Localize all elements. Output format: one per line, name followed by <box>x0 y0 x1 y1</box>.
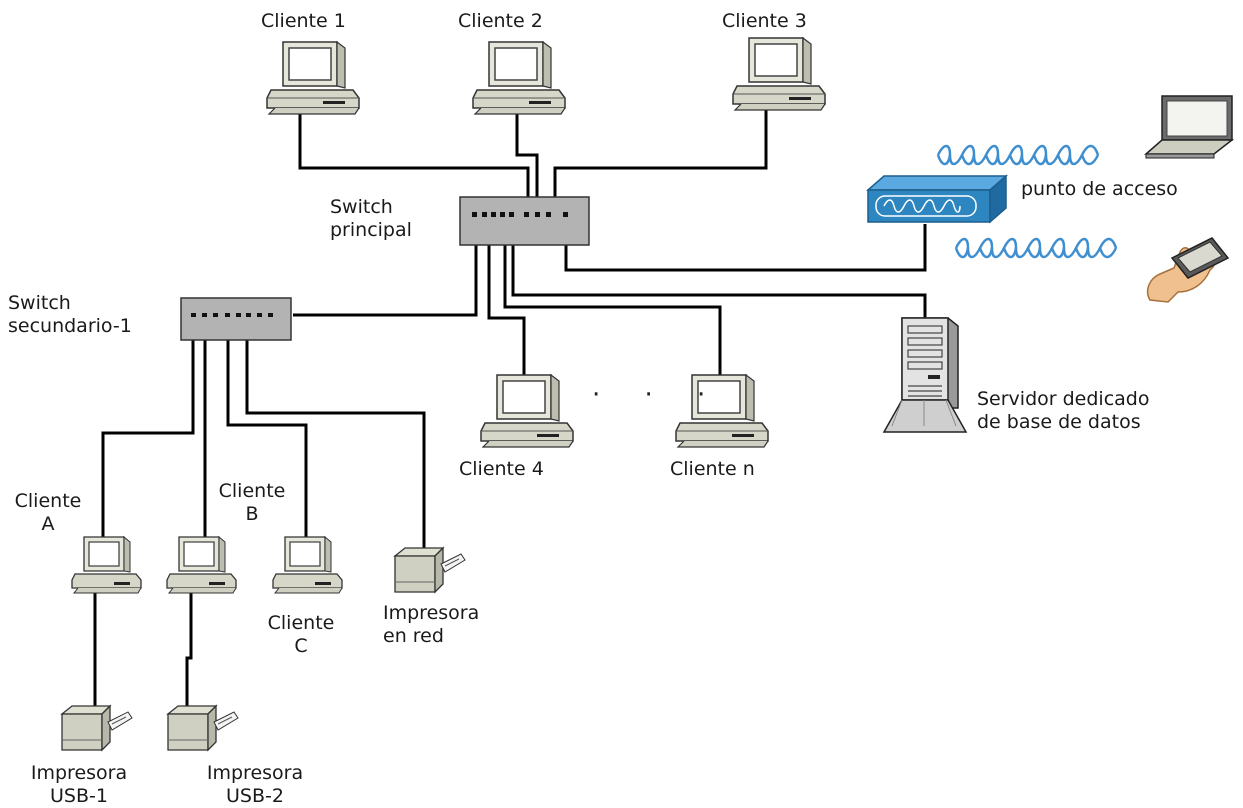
impresora-usb1-printer-icon <box>61 705 133 751</box>
cliente-1-computer-icon <box>266 41 360 115</box>
server-tower-icon <box>882 317 968 433</box>
label-servidor: Servidor dedicado de base de datos <box>977 388 1150 434</box>
label-cliente-a: Cliente A <box>14 490 82 536</box>
label-cliente-c: Cliente C <box>267 612 335 658</box>
cliente-4-computer-icon <box>480 374 574 448</box>
access-point-icon <box>866 174 1008 224</box>
impresora-red-printer-icon <box>394 547 466 593</box>
label-switch-principal: Switch principal <box>330 196 412 242</box>
label-cliente-b: Cliente B <box>218 480 286 526</box>
label-cliente-1: Cliente 1 <box>261 10 346 32</box>
label-cliente-2: Cliente 2 <box>458 10 543 32</box>
label-impresora-usb2: Impresora USB-2 <box>206 762 304 808</box>
label-punto-de-acceso: punto de acceso <box>1021 178 1178 200</box>
label-impresora-usb1: Impresora USB-1 <box>30 762 128 808</box>
switch-secundario-icon <box>180 297 292 341</box>
label-cliente-n: Cliente n <box>670 458 755 480</box>
network-cables <box>93 108 927 708</box>
pda-hand-icon <box>1146 237 1230 303</box>
switch-principal-icon <box>459 196 590 246</box>
ellipsis: · · · <box>592 380 724 410</box>
cliente-usb2-computer-icon <box>166 536 237 594</box>
cliente-a-computer-icon <box>71 536 142 594</box>
label-cliente-4: Cliente 4 <box>459 458 544 480</box>
wifi-wave-icon <box>954 237 1118 259</box>
cliente-c-computer-icon <box>272 536 343 594</box>
laptop-icon <box>1144 95 1235 159</box>
impresora-usb2-printer-icon <box>167 705 239 751</box>
wifi-wave-icon <box>936 144 1100 166</box>
label-impresora-red: Impresora en red <box>383 602 480 648</box>
label-switch-secundario: Switch secundario-1 <box>8 292 132 338</box>
label-cliente-3: Cliente 3 <box>722 10 807 32</box>
cliente-2-computer-icon <box>472 41 566 115</box>
cliente-3-computer-icon <box>732 37 826 111</box>
